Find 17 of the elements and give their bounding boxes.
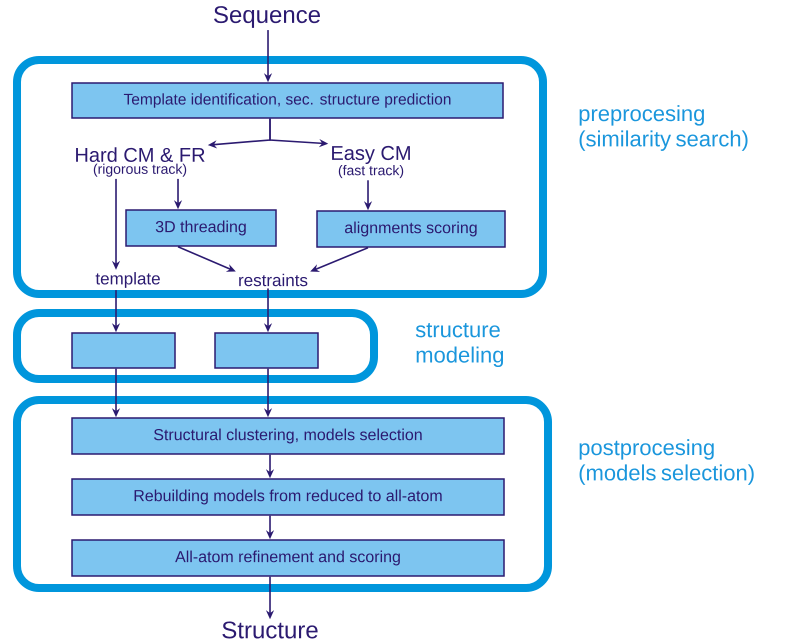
- text-label: Sequence: [214, 6, 320, 28]
- process-box: Rebuilding models from reduced to all-atom: [71, 478, 505, 516]
- text-label: restraints: [239, 274, 308, 286]
- group-label: postprocesing (models selection): [580, 439, 754, 485]
- process-box: Structural clustering, models selection: [71, 417, 505, 455]
- text-label: Structure: [222, 622, 318, 638]
- process-box: Template identification, sec. structure prediction: [71, 82, 504, 119]
- process-box: alignments scoring: [316, 210, 506, 248]
- process-box: [214, 332, 319, 369]
- text-label: template: [96, 272, 160, 288]
- process-box: All-atom refinement and scoring: [71, 539, 505, 577]
- process-box: [71, 332, 176, 369]
- group-label: structure modeling: [416, 322, 504, 368]
- text-label: Hard CM & FR (rigorous track): [76, 147, 205, 177]
- group-label: preprocesing (similarity search): [580, 105, 748, 151]
- text-label: Easy CM (fast track): [332, 146, 410, 178]
- process-box: 3D threading: [125, 209, 277, 247]
